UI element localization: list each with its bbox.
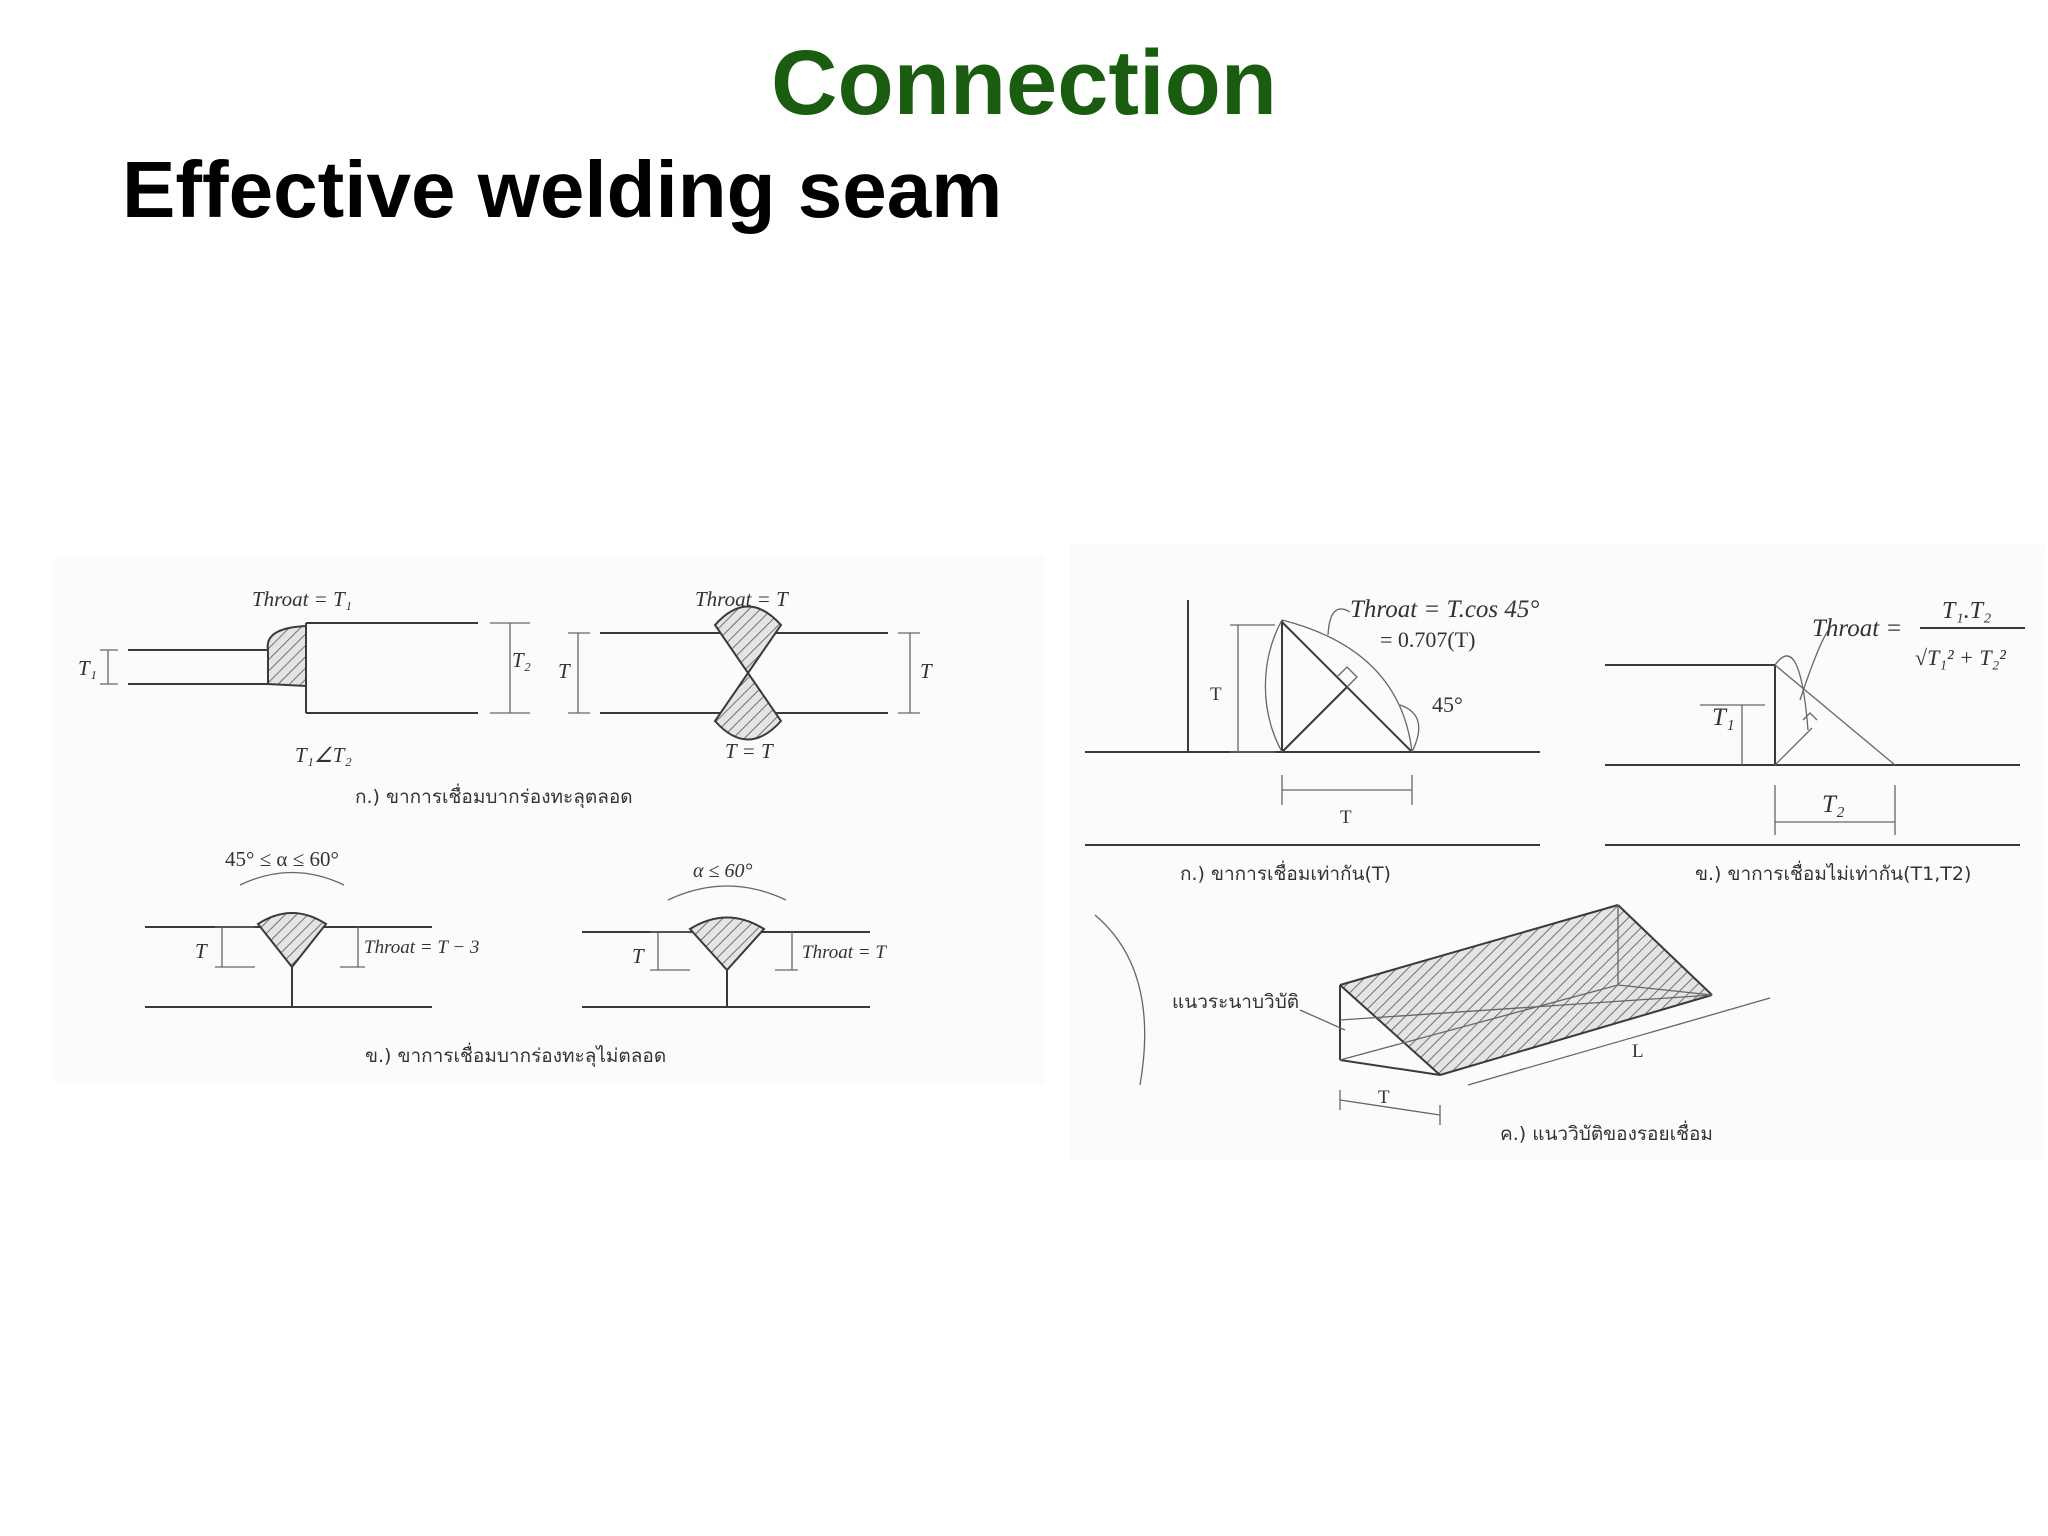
weld-bead-top: [713, 605, 783, 675]
throat-label: Throat = T − 3: [364, 937, 479, 958]
weld-bead: [688, 916, 766, 972]
t-label: T: [1378, 1087, 1390, 1108]
caption-a: ก.) ขาการเชื่อมเท่ากัน(T): [1180, 860, 1391, 885]
angle-label: 45°: [1432, 692, 1463, 717]
throat-label: Throat = T: [695, 587, 789, 611]
weld-bead: [266, 624, 307, 688]
t1-label: T₁: [78, 656, 97, 680]
caption-c: ค.) แนววิบัติของรอยเชื่อม: [1500, 1120, 1713, 1145]
butt-weld-equal-diagram: Throat = T T T T = T: [558, 587, 933, 763]
weld-bead: [256, 912, 328, 969]
throat-label: Throat = T: [802, 942, 887, 963]
t-label: T: [632, 944, 645, 968]
throat-label: Throat =: [1812, 615, 1902, 642]
formula-denominator: √T₁² + T₂²: [1915, 645, 2006, 670]
t-left-label: T: [558, 659, 571, 683]
right-figure: Throat = T.cos 45° = 0.707(T) 45° T T ก.…: [1070, 545, 2045, 1160]
left-figure: Throat = T₁ T₁ T₂ T₁∠T₂ Throat = T T T T…: [55, 555, 1045, 1085]
right-figure-background: [1070, 545, 2045, 1160]
throat-value-label: = 0.707(T): [1380, 627, 1476, 652]
t1-label: T₁: [1712, 704, 1735, 731]
t-vertical-label: T: [1210, 684, 1222, 705]
t2-label: T₂: [1822, 791, 1845, 818]
t-label: T: [195, 939, 208, 963]
slide-title: Connection: [771, 32, 1277, 134]
partial-v-weld-diagram: 45° ≤ α ≤ 60° T Throat = T − 3: [145, 847, 479, 1008]
t2-label: T₂: [512, 648, 531, 672]
angle-label: α ≤ 60°: [693, 860, 752, 882]
caption-a: ก.) ขาการเชื่อมบากร่องทะลุตลอด: [355, 783, 633, 809]
effective-plane-diagram: แนวระนาบวิบัติ T L: [1094, 904, 1771, 1125]
throat-label: Throat = T₁: [252, 587, 352, 611]
condition-label: T = T: [725, 739, 774, 763]
formula-numerator: T₁.T₂: [1942, 598, 1991, 624]
slide-subtitle: Effective welding seam: [122, 145, 1003, 234]
caption-b: ข.) ขาการเชื่อมบากร่องทะลุไม่ตลอด: [365, 1042, 666, 1068]
weld-bead-bottom: [713, 671, 783, 741]
plane-label: แนวระนาบวิบัติ: [1172, 991, 1299, 1013]
full-v-weld-diagram: α ≤ 60° T Throat = T: [582, 860, 887, 1008]
caption-b: ข.) ขาการเชื่อมไม่เท่ากัน(T1,T2): [1695, 860, 1971, 885]
l-label: L: [1632, 1041, 1644, 1062]
t-horizontal-label: T: [1340, 807, 1352, 828]
t-right-label: T: [920, 659, 933, 683]
condition-label: T₁∠T₂: [295, 743, 352, 767]
butt-weld-unequal-diagram: Throat = T₁ T₁ T₂ T₁∠T₂: [78, 587, 531, 767]
angle-label: 45° ≤ α ≤ 60°: [225, 847, 339, 871]
fillet-equal-diagram: Throat = T.cos 45° = 0.707(T) 45° T T: [1085, 596, 1540, 846]
fillet-unequal-diagram: Throat = T₁.T₂ √T₁² + T₂² T₁ T₂: [1605, 598, 2025, 846]
throat-label: Throat = T.cos 45°: [1350, 596, 1539, 623]
left-figure-background: [55, 555, 1045, 1085]
weld-effective-plane: [1340, 905, 1712, 1075]
